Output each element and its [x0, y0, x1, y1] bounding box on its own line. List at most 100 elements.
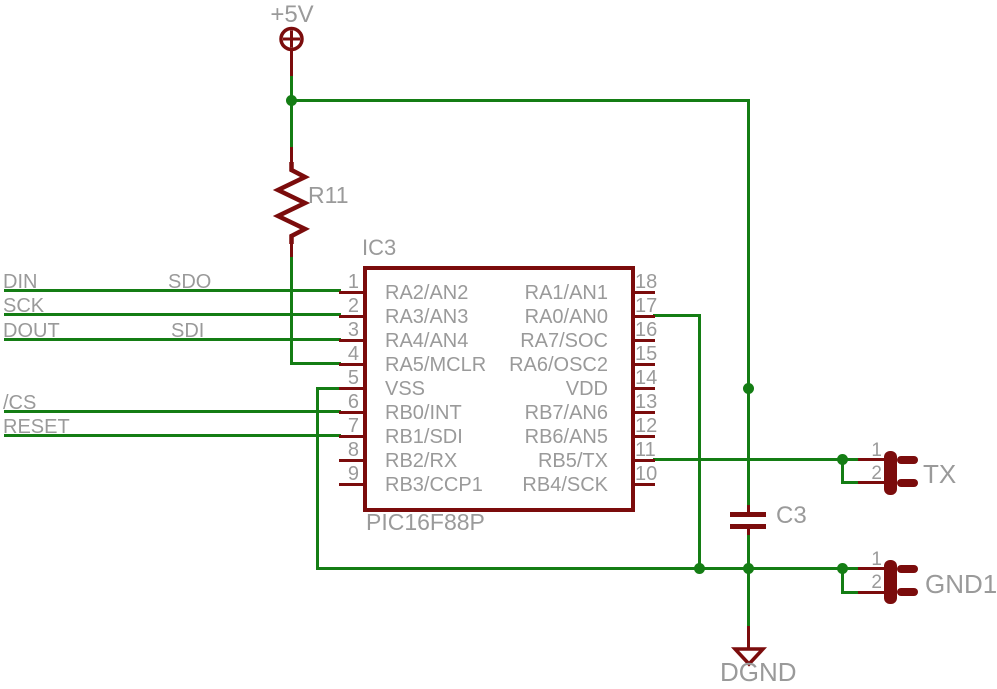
ic-body	[363, 266, 635, 512]
pin-number: 2	[347, 295, 359, 317]
pin-number: 18	[635, 271, 658, 293]
wire-gnd1-branch	[841, 567, 844, 594]
ic-value-label: PIC16F88P	[366, 509, 485, 535]
c3-lead-bottom	[747, 529, 750, 535]
pin-number: 7	[347, 415, 359, 437]
pin-stub	[339, 339, 363, 342]
pin-number: 16	[635, 319, 658, 341]
pin-stub	[339, 363, 363, 366]
pin-stub	[631, 483, 655, 486]
pin-name: RB7/AN6	[524, 402, 608, 424]
gnd1-connector-pin	[897, 588, 918, 596]
net-label-dout: DOUT	[3, 320, 60, 342]
wire-gnd1-pin2	[841, 591, 860, 594]
pin-number: 11	[635, 439, 656, 461]
c3-lead-top	[747, 505, 750, 513]
net-label-reset: RESET	[3, 416, 70, 438]
pin-stub	[631, 411, 655, 414]
dgnd-label: DGND	[720, 657, 797, 687]
r11-lead-bottom	[290, 234, 293, 257]
junction-dot	[837, 563, 848, 574]
pin-stub	[631, 291, 655, 294]
tx-connector-pin	[897, 479, 918, 487]
wire-tx-pin2	[841, 481, 860, 484]
pin-number: 17	[635, 295, 658, 317]
pin-number: 1	[347, 271, 359, 293]
pin-stub	[631, 435, 655, 438]
capacitor-ref-label: C3	[776, 502, 807, 529]
wire-pin17-v	[698, 314, 701, 570]
dgnd-symbol	[730, 647, 768, 667]
pin-number: 6	[347, 391, 359, 413]
pin-name: RA6/OSC2	[509, 354, 608, 376]
wire-dout	[4, 338, 341, 341]
pin-stub	[339, 459, 363, 462]
capacitor-plate	[730, 512, 766, 517]
tx-connector-pin	[897, 456, 918, 464]
wire-cs	[4, 410, 341, 413]
pin-name: VSS	[385, 378, 426, 400]
pin-name: RA2/AN2	[385, 282, 469, 304]
gnd1-pin2-lead	[858, 591, 884, 594]
pin-name: RB0/INT	[385, 402, 462, 424]
pin-stub	[631, 387, 655, 390]
junction-dot	[743, 383, 754, 394]
wire-vdd-drop	[747, 99, 750, 509]
pin-number: 3	[347, 319, 359, 341]
junction-dot	[743, 563, 754, 574]
pin-number: 13	[635, 391, 658, 413]
net-label-sdi: SDI	[171, 320, 205, 342]
gnd1-connector-pin	[897, 565, 918, 573]
wire-pin4-mclr	[290, 362, 341, 365]
pin-name: VDD	[565, 378, 608, 400]
wire-bottom-rail	[316, 567, 860, 570]
pin-number: 15	[635, 343, 658, 365]
wire-reset	[4, 434, 341, 437]
pin-stub	[631, 363, 655, 366]
pin-name: RA5/MCLR	[385, 354, 487, 376]
r11-lead-top	[290, 147, 293, 172]
pin-name: RA3/AN3	[385, 306, 469, 328]
pin-name: RB4/SCK	[522, 474, 608, 496]
wire-pin17-h	[653, 314, 701, 317]
tx-pin2-number: 2	[871, 463, 882, 484]
junction-dot	[286, 95, 297, 106]
wire-tx-branch	[841, 458, 844, 484]
tx-pin1-lead	[858, 458, 884, 461]
pin-stub	[631, 315, 655, 318]
pin-name: RB3/CCP1	[385, 474, 483, 496]
pin-number: 4	[347, 343, 359, 365]
gnd1-pin1-number: 1	[871, 549, 882, 570]
pin-stub	[339, 387, 363, 390]
pin-stub	[631, 339, 655, 342]
gnd1-pin1-lead	[858, 567, 884, 570]
wire-din	[4, 289, 341, 292]
pin-number: 14	[635, 367, 658, 389]
pin-number: 8	[347, 439, 359, 461]
wire-r11-bottom	[290, 254, 293, 365]
tx-connector-label: TX	[923, 459, 957, 489]
resistor-ref-label: R11	[308, 182, 349, 208]
vcc-label: +5V	[270, 1, 314, 28]
pin-name: RA7/SOC	[520, 330, 608, 352]
junction-dot	[837, 454, 848, 465]
net-label-sdo: SDO	[168, 271, 212, 293]
wire-vss-v	[316, 387, 319, 570]
wire-sck	[4, 313, 341, 316]
pin-name: RA0/AN0	[524, 306, 608, 328]
pin-name: RA4/AN4	[385, 330, 469, 352]
wire-r11-top	[290, 99, 293, 151]
pin-name: RB6/AN5	[524, 426, 608, 448]
pin-name: RB2/RX	[385, 450, 458, 472]
pin-stub	[339, 483, 363, 486]
pin-stub	[339, 411, 363, 414]
dgnd-pin-lead	[747, 626, 750, 652]
pin-number: 12	[635, 415, 658, 437]
wire-c3-to-rail	[747, 530, 750, 570]
vcc-symbol	[279, 26, 304, 52]
junction-dot	[694, 563, 705, 574]
pin-name: RB5/TX	[537, 450, 608, 472]
pin-number: 9	[347, 463, 359, 485]
wire-vcc-drop	[290, 74, 293, 101]
